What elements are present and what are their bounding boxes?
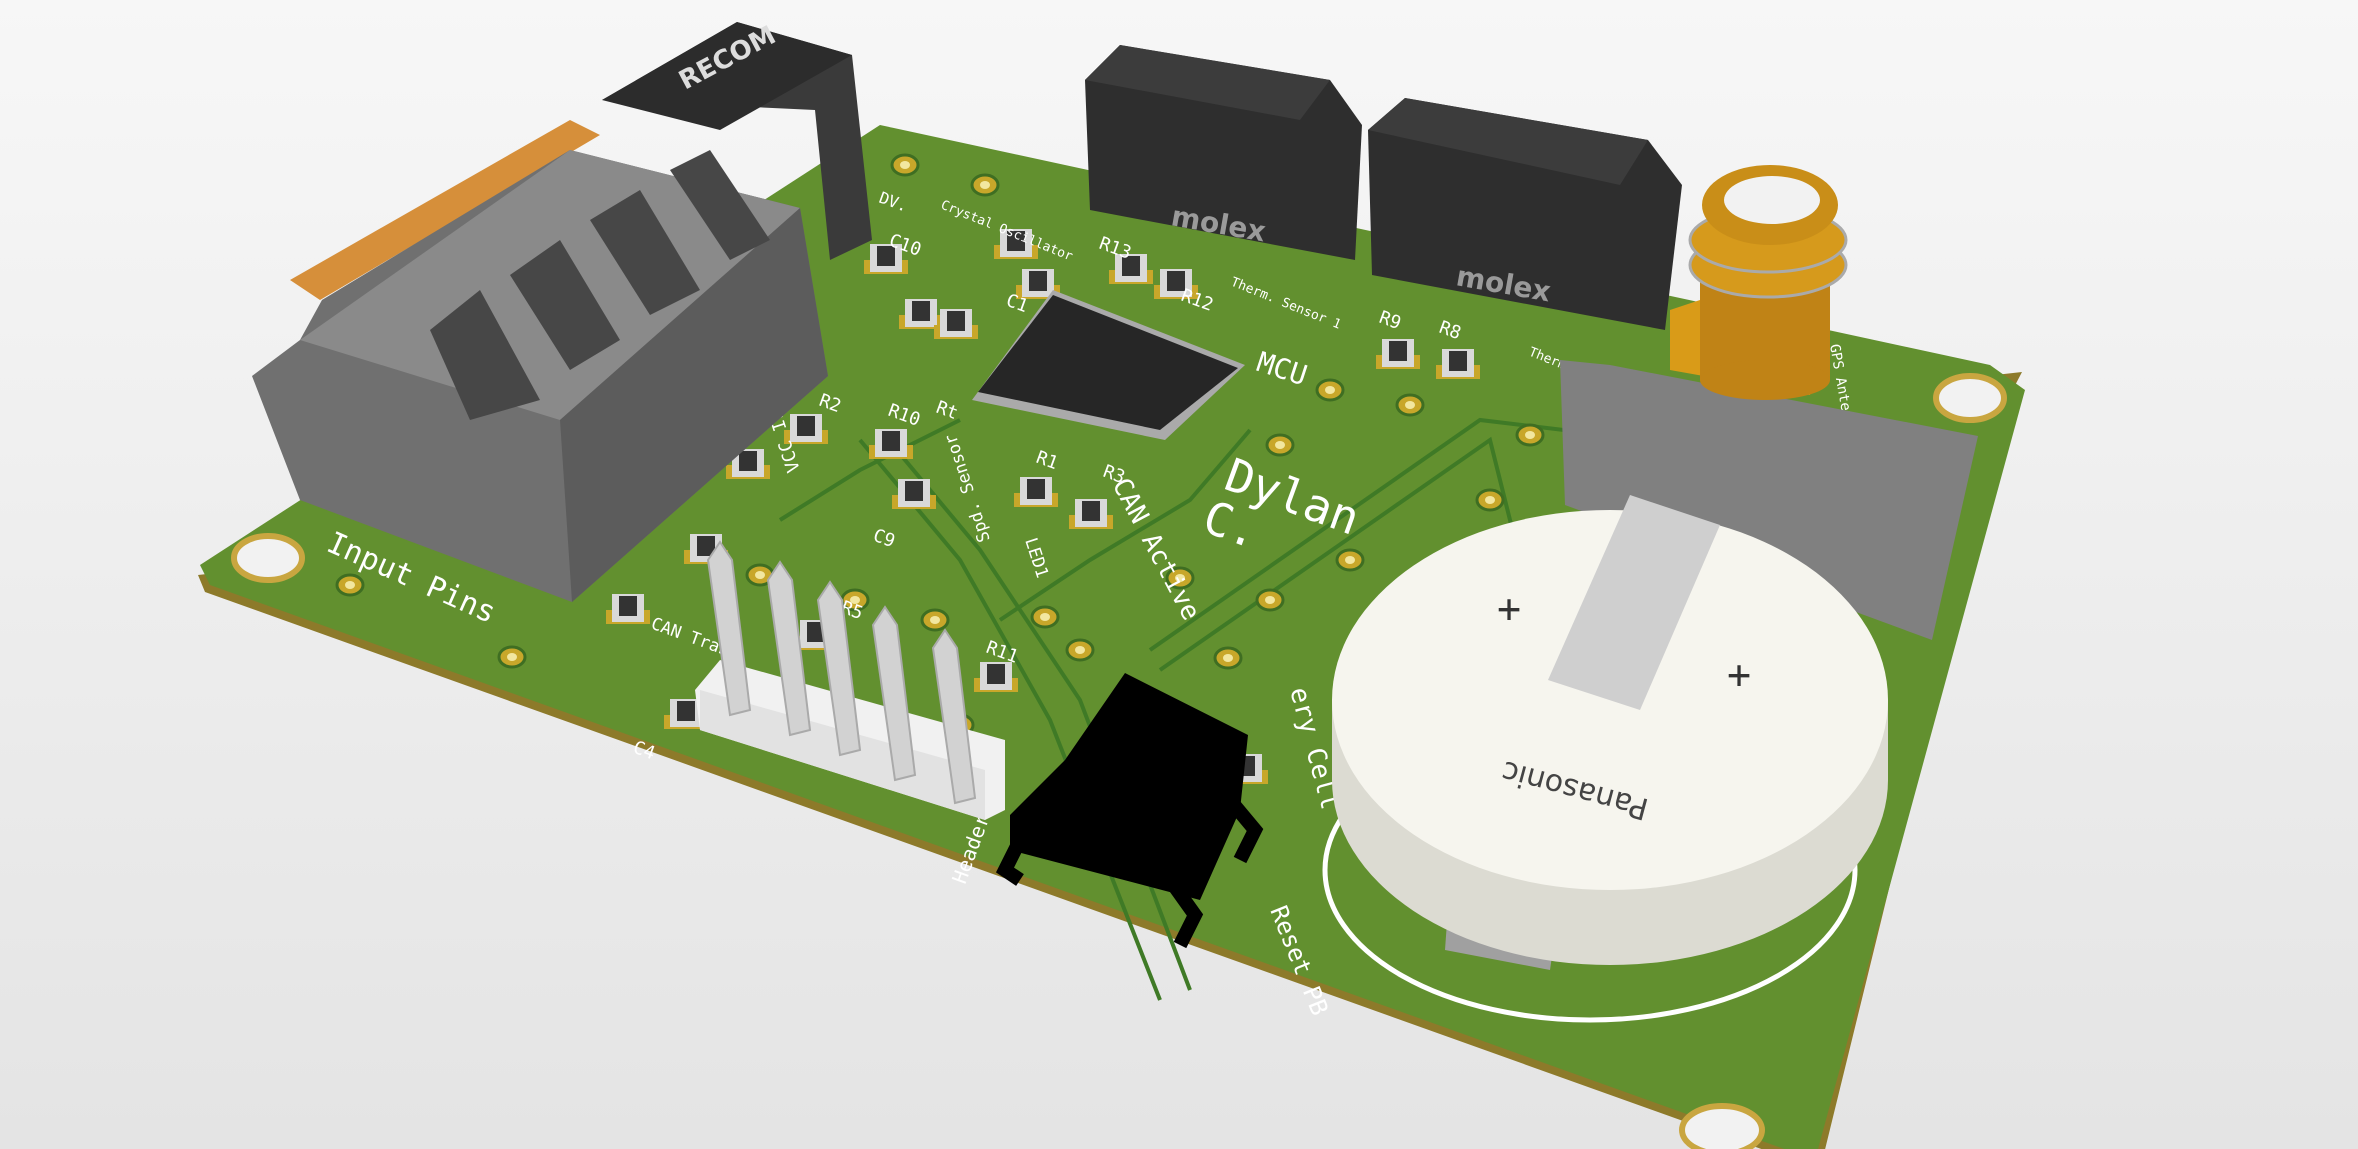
via-hole xyxy=(1175,574,1185,582)
via-hole xyxy=(1485,496,1495,504)
smd-component-body xyxy=(1122,256,1140,276)
smd-component-body xyxy=(905,481,923,501)
via-hole xyxy=(1525,431,1535,439)
mounting-hole xyxy=(1679,1103,1765,1149)
smd-component-body xyxy=(697,536,715,556)
smd-component-body xyxy=(1027,479,1045,499)
pin-header xyxy=(695,540,1005,820)
via-hole xyxy=(1325,386,1335,394)
via-hole xyxy=(1223,654,1233,662)
sma-antenna-connector xyxy=(1670,165,1848,400)
mcu-chip xyxy=(972,290,1245,440)
header-pin xyxy=(871,605,917,782)
via-hole xyxy=(507,653,517,661)
via-hole xyxy=(930,616,940,624)
via-hole xyxy=(850,596,860,604)
smd-component-body xyxy=(619,596,637,616)
molex-connector-2: molex xyxy=(1368,98,1682,330)
mounting-hole xyxy=(1933,373,2007,423)
mounting-hole xyxy=(231,533,305,583)
smd-component-body xyxy=(1007,231,1025,251)
via-hole xyxy=(1345,556,1355,564)
via-hole xyxy=(345,581,355,589)
coin-cell-battery: + + Panasonic xyxy=(1332,495,1888,970)
via-hole xyxy=(755,571,765,579)
header-pin xyxy=(816,580,862,757)
terminal-block xyxy=(252,120,828,602)
smd-component-body xyxy=(677,701,695,721)
battery-plus-2: + xyxy=(1727,652,1751,698)
smd-component-body xyxy=(1029,271,1047,291)
gps-module xyxy=(1560,360,1978,640)
smd-component-body xyxy=(1167,271,1185,291)
smd-component-body xyxy=(739,451,757,471)
header-pin xyxy=(766,560,812,737)
via-hole xyxy=(1040,613,1050,621)
via-hole xyxy=(1405,401,1415,409)
smd-component-body xyxy=(912,301,930,321)
via-hole xyxy=(980,181,990,189)
via-hole xyxy=(1275,441,1285,449)
header-pin xyxy=(931,628,977,805)
smd-component-body xyxy=(1389,341,1407,361)
smd-component-body xyxy=(947,311,965,331)
header-pin xyxy=(706,540,752,717)
molex-connector-1: molex xyxy=(1085,45,1362,260)
smd-component-body xyxy=(987,664,1005,684)
smd-component-body xyxy=(1082,501,1100,521)
via-hole xyxy=(1265,596,1275,604)
via-hole xyxy=(900,161,910,169)
smd-component-body xyxy=(1449,351,1467,371)
dcdc-converter: RECOM xyxy=(602,20,872,260)
smd-component-body xyxy=(807,622,825,642)
battery-clip xyxy=(1548,495,1720,710)
smd-component-body xyxy=(877,246,895,266)
battery-plus-1: + xyxy=(1497,586,1521,632)
smd-component-body xyxy=(882,431,900,451)
via-hole xyxy=(1075,646,1085,654)
reset-push-button[interactable] xyxy=(995,673,1264,949)
smd-parts xyxy=(606,229,1480,784)
smd-component-body xyxy=(797,416,815,436)
